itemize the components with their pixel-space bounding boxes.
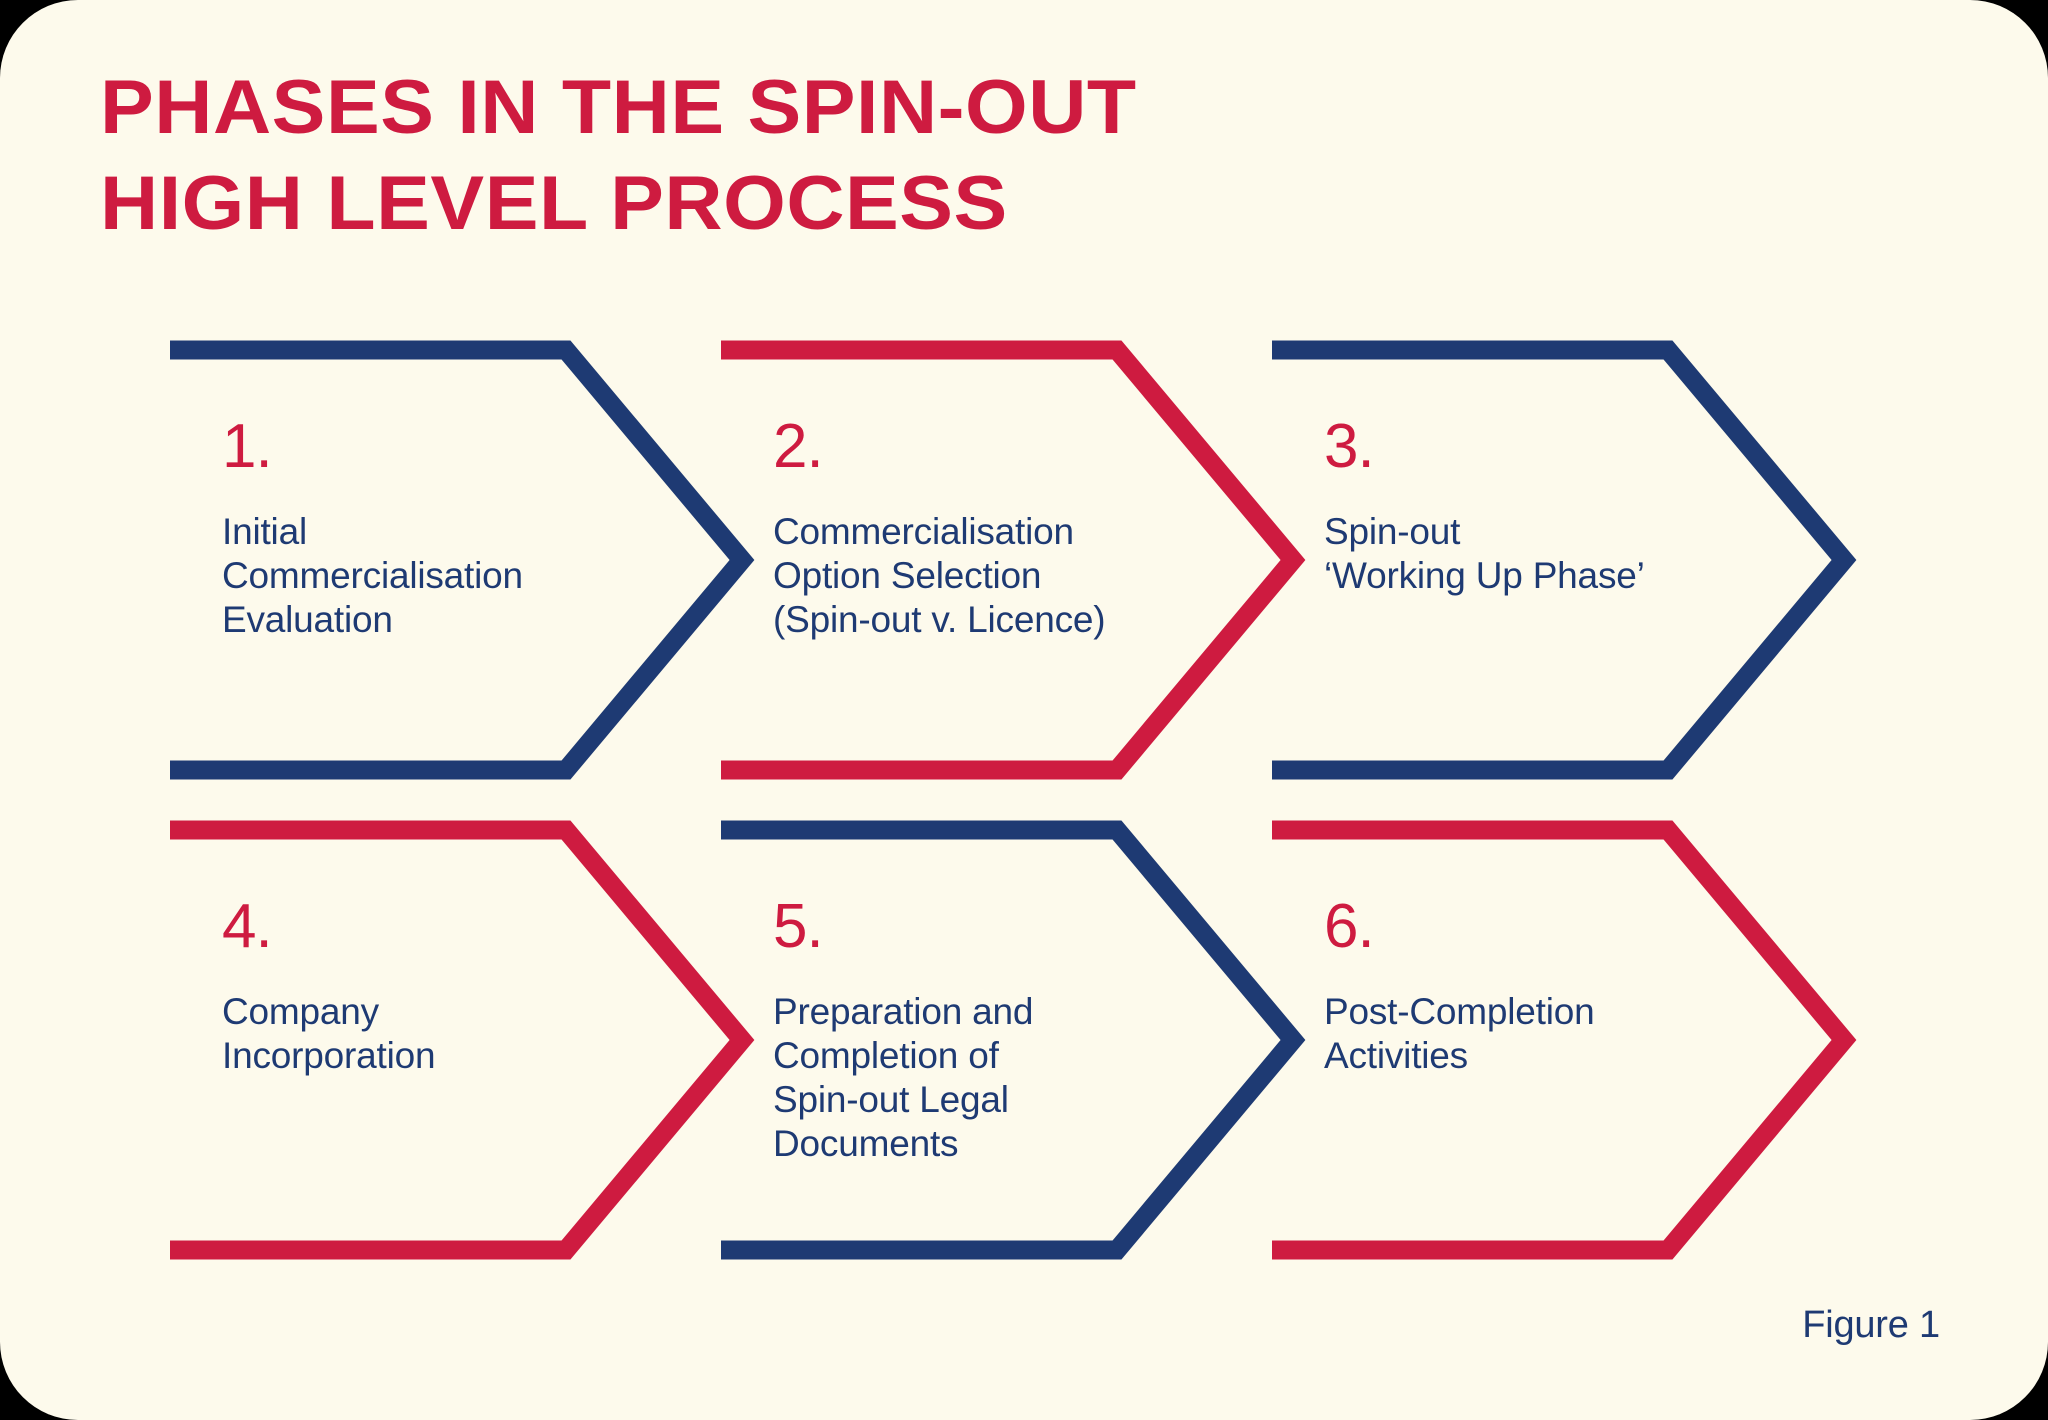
phase-number-1: 1.	[222, 412, 273, 481]
chevron-path-1	[170, 340, 755, 780]
phase-card-5[interactable]: 5. Preparation and Completion of Spin-ou…	[717, 820, 1306, 1260]
phase-label-3: Spin-out ‘Working Up Phase’	[1324, 511, 1645, 596]
chevron-outline-icon-6	[1272, 820, 1857, 1260]
chevron-path-4	[170, 820, 755, 1260]
phase-label-1: Initial Commercialisation Evaluation	[222, 511, 523, 640]
phase-number-3: 3.	[1324, 412, 1375, 481]
chevron-outline-icon-5	[721, 820, 1306, 1260]
chevron-outline-icon-4	[170, 820, 755, 1260]
phase-card-3[interactable]: 3. Spin-out ‘Working Up Phase’	[1268, 340, 1857, 780]
phase-number-4: 4.	[222, 892, 273, 961]
phase-label-2: Commercialisation Option Selection (Spin…	[773, 511, 1106, 640]
phase-label-5: Preparation and Completion of Spin-out L…	[773, 991, 1034, 1164]
phase-card-4[interactable]: 4. Company Incorporation	[166, 820, 755, 1260]
chevron-path-2	[721, 340, 1306, 780]
chevron-path-3	[1272, 340, 1857, 780]
page-title: PHASES IN THE SPIN-OUT HIGH LEVEL PROCES…	[100, 60, 1500, 252]
chevron-outline-icon-3	[1272, 340, 1857, 780]
figure-caption: Figure 1	[1802, 1304, 1940, 1346]
phase-number-2: 2.	[773, 412, 824, 481]
chevron-outline-icon-1	[170, 340, 755, 780]
phase-card-6[interactable]: 6. Post-Completion Activities	[1268, 820, 1857, 1260]
phase-label-4: Company Incorporation	[222, 991, 436, 1076]
phase-number-6: 6.	[1324, 892, 1375, 961]
chevron-path-5	[721, 820, 1306, 1260]
phase-number-5: 5.	[773, 892, 824, 961]
phase-card-1[interactable]: 1. Initial Commercialisation Evaluation	[166, 340, 755, 780]
title-line-2: HIGH LEVEL PROCESS	[100, 161, 1008, 246]
chevron-path-6	[1272, 820, 1857, 1260]
phase-label-6: Post-Completion Activities	[1324, 991, 1595, 1076]
title-line-1: PHASES IN THE SPIN-OUT	[100, 65, 1137, 150]
chevron-outline-icon-2	[721, 340, 1306, 780]
phase-card-2[interactable]: 2. Commercialisation Option Selection (S…	[717, 340, 1306, 780]
